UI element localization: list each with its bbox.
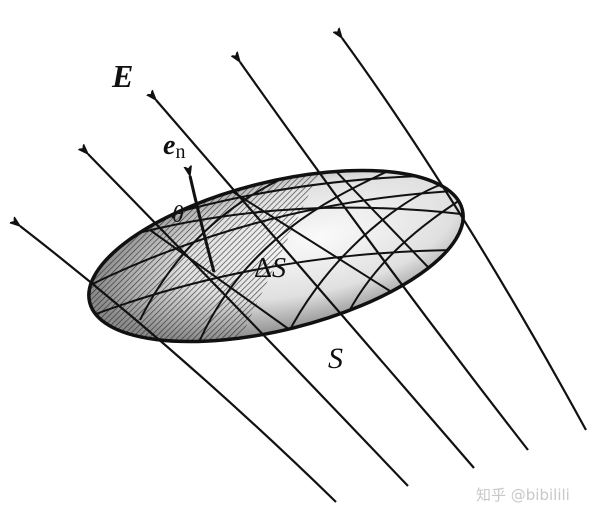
element-S: S bbox=[272, 253, 287, 284]
normal-vector-label: en bbox=[163, 130, 185, 164]
normal-vector-subscript: n bbox=[175, 141, 186, 163]
normal-vector-symbol: e bbox=[163, 130, 176, 161]
area-element-label: ΔS bbox=[254, 253, 286, 285]
surface-S bbox=[71, 150, 471, 360]
surface-label: S bbox=[328, 342, 343, 375]
field-line bbox=[156, 100, 475, 469]
normal-vector-arrow bbox=[171, 176, 216, 273]
field-line bbox=[342, 38, 587, 431]
watermark: 知乎 @bibilili bbox=[476, 486, 570, 504]
angle-arc bbox=[171, 206, 197, 219]
field-label-E: E bbox=[112, 58, 134, 94]
field-line bbox=[20, 226, 337, 503]
field-line bbox=[240, 62, 529, 451]
field-line bbox=[88, 154, 409, 487]
delta-symbol: Δ bbox=[254, 253, 273, 284]
field-lines bbox=[20, 38, 587, 503]
surface-grid bbox=[79, 159, 471, 351]
angle-label: θ bbox=[172, 202, 184, 228]
